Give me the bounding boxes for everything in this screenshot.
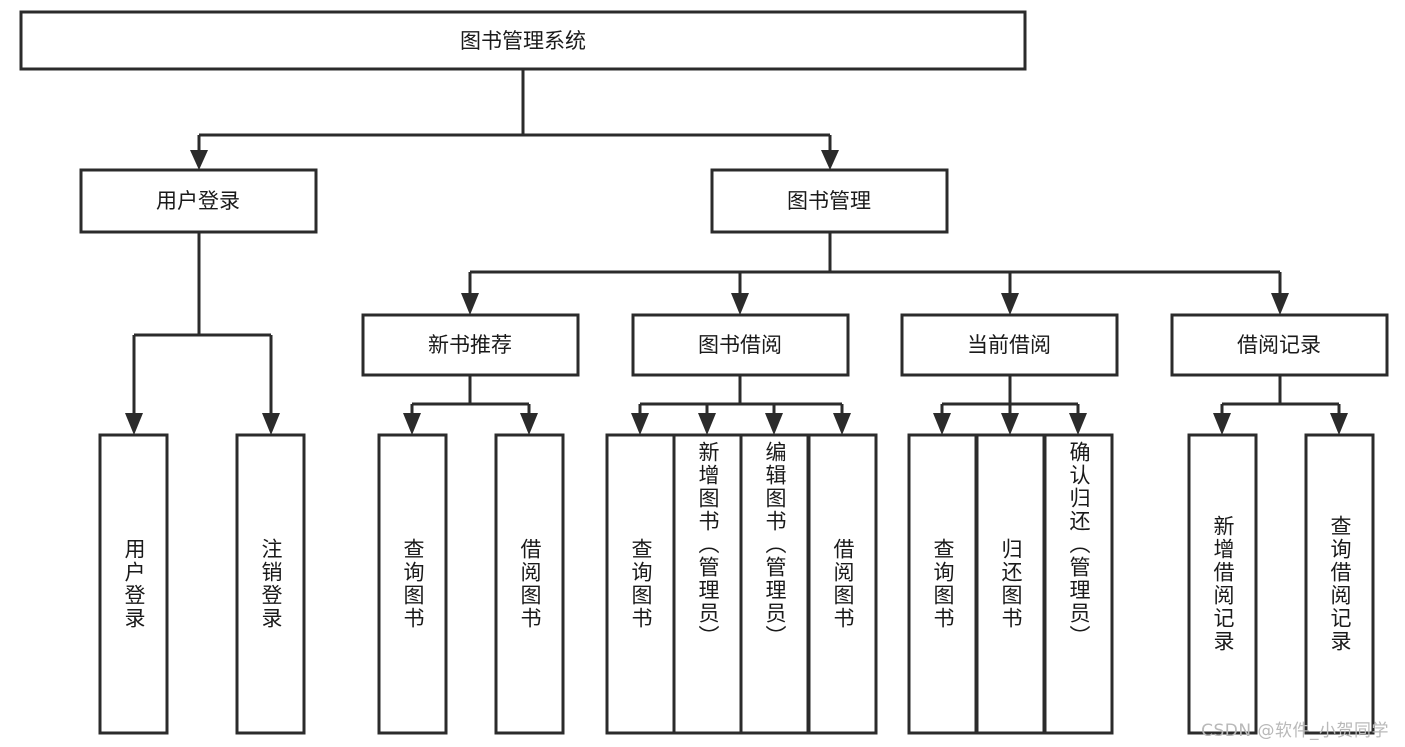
arrow-head-borrow-record — [1271, 293, 1289, 315]
node-box-leaf-rec-query[interactable] — [377, 433, 448, 735]
connector-layer — [125, 69, 1348, 435]
node-box-leaf-cur-return[interactable] — [975, 433, 1046, 735]
node-box-leaf-user-login[interactable] — [98, 433, 169, 735]
node-label-new-book-rec: 新书推荐 — [428, 333, 512, 357]
arrow-head-book-borrow — [731, 293, 749, 315]
node-box-leaf-borrow-edit[interactable] — [739, 433, 810, 735]
node-box-leaf-user-logout[interactable] — [235, 433, 306, 735]
node-label-user-login: 用户登录 — [156, 189, 240, 213]
node-box-leaf-borrow-query[interactable] — [605, 433, 676, 735]
arrow-head-leaf-rec-query — [403, 413, 421, 435]
node-box-root[interactable] — [19, 10, 1027, 71]
arrow-head-leaf-cur-return — [1001, 413, 1019, 435]
node-box-user-login[interactable] — [79, 168, 318, 234]
node-box-book-borrow[interactable] — [631, 313, 850, 377]
node-label-book-borrow: 图书借阅 — [698, 333, 782, 357]
node-box-current-borrow[interactable] — [900, 313, 1119, 377]
node-box-book-manage[interactable] — [710, 168, 949, 234]
node-box-leaf-borrow-add[interactable] — [672, 433, 743, 735]
watermark-text: CSDN @软件_小贺同学 — [1201, 721, 1389, 741]
arrow-head-leaf-rec-search — [1330, 413, 1348, 435]
node-box-leaf-rec-search[interactable] — [1304, 433, 1375, 735]
node-box-borrow-record[interactable] — [1170, 313, 1389, 377]
node-box-leaf-rec-borrow[interactable] — [494, 433, 565, 735]
node-label-current-borrow: 当前借阅 — [967, 333, 1051, 357]
node-label-borrow-record: 借阅记录 — [1237, 333, 1321, 357]
arrow-head-new-book-rec — [461, 293, 479, 315]
node-label-root: 图书管理系统 — [460, 29, 586, 53]
arrow-head-current-borrow — [1001, 293, 1019, 315]
arrow-head-book-manage — [821, 150, 839, 170]
arrow-head-leaf-cur-confirm — [1069, 413, 1087, 435]
node-box-leaf-cur-confirm[interactable] — [1043, 433, 1114, 735]
arrow-head-leaf-user-login — [125, 413, 143, 435]
arrow-head-leaf-rec-borrow — [520, 413, 538, 435]
node-label-book-manage: 图书管理 — [787, 189, 871, 213]
arrow-head-user-login — [190, 150, 208, 170]
arrow-head-leaf-borrow-query — [631, 413, 649, 435]
arrow-head-leaf-borrow-add — [698, 413, 716, 435]
node-box-new-book-rec[interactable] — [361, 313, 580, 377]
arrow-head-leaf-rec-add — [1213, 413, 1231, 435]
arrow-head-leaf-cur-query — [933, 413, 951, 435]
node-box-leaf-cur-query[interactable] — [907, 433, 978, 735]
arrow-head-leaf-user-logout — [262, 413, 280, 435]
arrow-head-leaf-borrow-edit — [765, 413, 783, 435]
node-box-leaf-borrow-do[interactable] — [807, 433, 878, 735]
node-box-leaf-rec-add[interactable] — [1187, 433, 1258, 735]
node-layer: 图书管理系统 用户登录 图书管理 新书推荐 图书借阅 当前借阅 借阅记录 — [19, 10, 1389, 735]
arrow-head-leaf-borrow-do — [833, 413, 851, 435]
